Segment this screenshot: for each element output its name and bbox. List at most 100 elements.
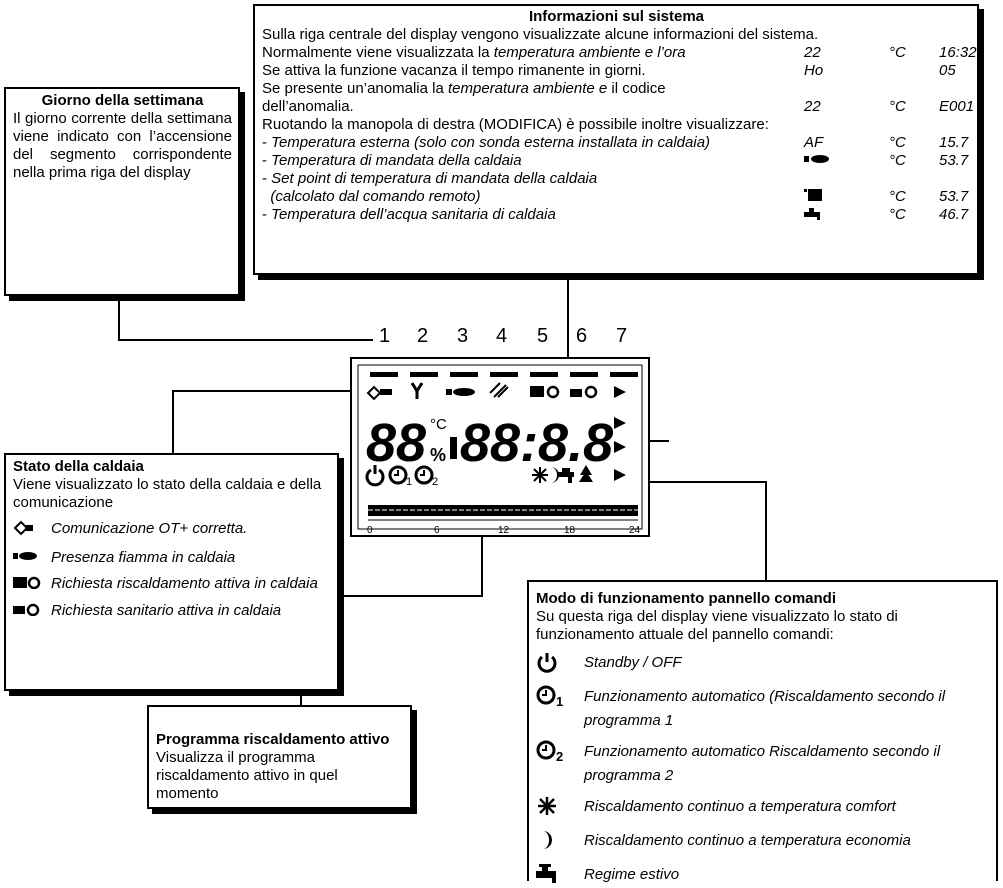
boiler-state-item: Comunicazione OT+ corretta. bbox=[13, 520, 331, 541]
power-icon bbox=[365, 465, 385, 487]
system-info-value-label: AF bbox=[804, 134, 824, 151]
radiator-icon bbox=[804, 188, 889, 206]
flame-icon bbox=[13, 549, 51, 567]
panel-mode-item: Riscaldamento continuo a temperatura eco… bbox=[536, 829, 990, 856]
antenna-icon bbox=[410, 382, 424, 399]
tap-icon bbox=[558, 468, 574, 483]
boiler-state-text: Presenza fiamma in caldaia bbox=[51, 549, 236, 566]
svg-text:1: 1 bbox=[556, 694, 563, 707]
communication-icon bbox=[366, 385, 392, 401]
system-info-value: 15.7 bbox=[939, 134, 969, 151]
day-number-2: 2 bbox=[417, 325, 429, 347]
system-info-unit: °C bbox=[889, 206, 906, 223]
system-info-box: Informazioni sul sistema Sulla riga cent… bbox=[253, 4, 979, 275]
system-info-unit: °C bbox=[889, 188, 906, 205]
svg-text:°C: °C bbox=[430, 416, 447, 433]
tap-icon bbox=[536, 863, 584, 888]
day-number-1: 1 bbox=[379, 325, 391, 347]
day-number-6: 6 bbox=[576, 325, 588, 347]
system-info-unit: °C bbox=[889, 44, 906, 61]
system-info-value-label: 22 bbox=[804, 98, 821, 115]
system-info-row: Ruotando la manopola di destra (MODIFICA… bbox=[262, 116, 971, 134]
system-info-row: - Temperatura di mandata della caldaia°C… bbox=[262, 152, 971, 170]
system-info-rows: Sulla riga centrale del display vengono … bbox=[262, 26, 977, 224]
power-icon bbox=[536, 651, 584, 678]
system-info-value: 46.7 bbox=[939, 206, 969, 223]
tree-icon bbox=[579, 465, 593, 482]
timeline-ticks: 0 6 12 18 24 bbox=[367, 525, 641, 536]
status-icons-row bbox=[366, 382, 626, 401]
panel-mode-text: Funzionamento automatico Riscaldamento s… bbox=[584, 743, 941, 784]
svg-text:18: 18 bbox=[564, 525, 576, 536]
system-info-row-text: - Temperatura esterna (solo con sonda es… bbox=[262, 134, 711, 151]
heating-request-icon bbox=[13, 575, 51, 594]
sun-icon bbox=[532, 467, 548, 483]
boiler-state-body: Viene visualizzato lo stato della caldai… bbox=[13, 476, 322, 511]
panel-mode-item: Standby / OFF bbox=[536, 651, 990, 678]
system-info-unit: °C bbox=[889, 152, 906, 169]
clock-2-icon: 2 bbox=[414, 465, 438, 488]
dhw-request-icon bbox=[13, 602, 51, 621]
panel-mode-text: Standby / OFF bbox=[584, 654, 682, 671]
boiler-state-item: Richiesta sanitario attiva in caldaia bbox=[13, 602, 331, 621]
system-info-row-text: Normalmente viene visualizzata la temper… bbox=[262, 44, 686, 61]
system-info-row: - Set point di temperatura di mandata de… bbox=[262, 170, 971, 188]
moon-icon bbox=[536, 829, 584, 856]
system-info-value: 05 bbox=[939, 62, 956, 79]
flame-icon bbox=[804, 152, 889, 170]
panel-mode-item: Regime estivo bbox=[536, 863, 990, 888]
connector-mode-v bbox=[765, 481, 767, 580]
sun-icon bbox=[536, 795, 584, 822]
panel-mode-text: Riscaldamento continuo a temperatura com… bbox=[584, 798, 896, 815]
svg-text:88: 88 bbox=[366, 413, 426, 473]
panel-mode-text: Regime estivo bbox=[584, 866, 680, 883]
moon-icon bbox=[551, 467, 559, 483]
panel-mode-title: Modo di funzionamento pannello comandi bbox=[536, 590, 836, 607]
boiler-state-text: Comunicazione OT+ corretta. bbox=[51, 520, 248, 537]
heating-program-body: Visualizza il programma riscaldamento at… bbox=[156, 749, 338, 802]
system-info-value-label: 22 bbox=[804, 44, 821, 61]
system-info-row-text: Se presente un’anomalia la temperatura a… bbox=[262, 80, 666, 97]
panel-mode-text: Riscaldamento continuo a temperatura eco… bbox=[584, 832, 911, 849]
timeline-bar bbox=[368, 505, 638, 521]
system-info-row: Normalmente viene visualizzata la temper… bbox=[262, 44, 977, 62]
system-info-value-label: Ho bbox=[804, 62, 824, 79]
system-info-row: - Temperatura dell’acqua sanitaria di ca… bbox=[262, 206, 971, 224]
clock-2-icon: 2 bbox=[536, 740, 584, 788]
boiler-state-item: Presenza fiamma in caldaia bbox=[13, 549, 331, 567]
system-info-value-label bbox=[804, 80, 889, 98]
system-info-title: Informazioni sul sistema bbox=[528, 8, 705, 25]
weekday-segments bbox=[370, 372, 638, 377]
svg-text:88:8.8: 88:8.8 bbox=[460, 413, 613, 473]
system-info-row-text: dell’anomalia. bbox=[262, 98, 354, 115]
connector-boiler-v bbox=[172, 390, 174, 453]
connector-prog-v2 bbox=[481, 515, 483, 597]
arrow-icon bbox=[614, 386, 626, 398]
panel-mode-item: 2 Funzionamento automatico Riscaldamento… bbox=[536, 740, 990, 788]
flame-icon bbox=[446, 388, 475, 396]
heating-program-box: Programma riscaldamento attivo Visualizz… bbox=[147, 705, 412, 809]
system-info-row: Se attiva la funzione vacanza il tempo r… bbox=[262, 62, 971, 80]
system-info-unit bbox=[889, 80, 939, 98]
system-info-row: Se presente un’anomalia la temperatura a… bbox=[262, 80, 971, 98]
seven-segment-digits: 88 °C % 88:8.8 bbox=[366, 413, 626, 473]
day-number-3: 3 bbox=[457, 325, 469, 347]
heating-request-icon bbox=[530, 385, 560, 399]
boiler-state-text: Richiesta sanitario attiva in caldaia bbox=[51, 602, 282, 619]
connector-boiler-h bbox=[172, 390, 352, 392]
connector-mode-h bbox=[650, 481, 767, 483]
dhw-request-icon bbox=[570, 385, 598, 399]
panel-mode-box: Modo di funzionamento pannello comandi S… bbox=[527, 580, 998, 883]
fan-icon bbox=[489, 382, 509, 398]
system-info-value bbox=[939, 170, 971, 188]
weekday-title: Giorno della settimana bbox=[41, 92, 204, 109]
svg-text:2: 2 bbox=[432, 476, 438, 488]
svg-text:0: 0 bbox=[367, 525, 373, 536]
panel-mode-body: Su questa riga del display viene visuali… bbox=[536, 608, 898, 643]
system-info-unit: °C bbox=[889, 134, 906, 151]
connector-day-h bbox=[118, 339, 373, 341]
system-info-row-text: Sulla riga centrale del display vengono … bbox=[262, 26, 819, 43]
weekday-body: Il giorno corrente della settimana viene… bbox=[13, 110, 232, 181]
